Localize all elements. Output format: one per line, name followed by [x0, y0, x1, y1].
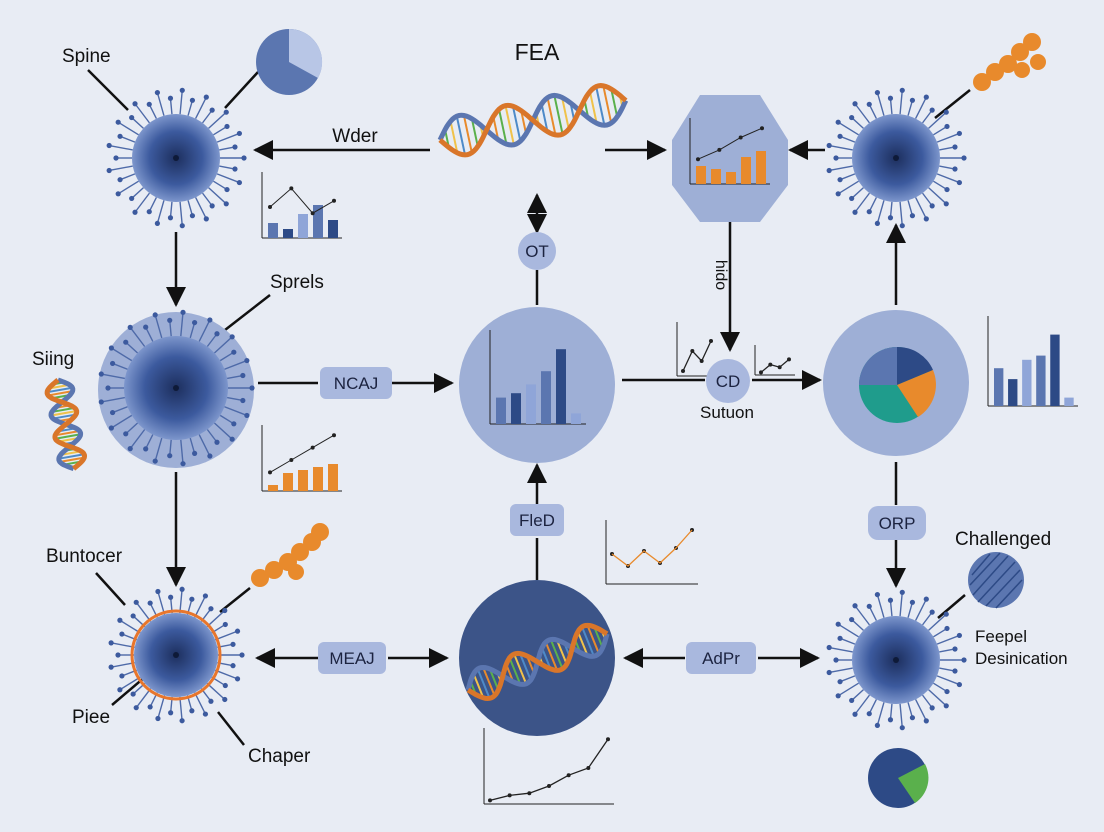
dna-icon	[465, 622, 610, 701]
molecule-chain-icon	[973, 33, 1046, 91]
pointer-sprels	[224, 294, 271, 331]
virus-icon	[106, 87, 247, 229]
pie-chart-icon	[868, 748, 929, 808]
label-buntocer: Buntocer	[46, 546, 123, 567]
edge-orp-label: ORP	[879, 514, 916, 533]
label-sutuon: Sutuon	[700, 403, 754, 422]
pointer-right-chain	[934, 89, 971, 119]
dna-icon	[44, 377, 87, 471]
line-chart-icon	[605, 520, 698, 585]
label-feepel: Feepel	[975, 627, 1027, 646]
line-chart-icon	[754, 345, 795, 376]
label-wder: Wder	[332, 126, 378, 147]
label-siing: Siing	[32, 349, 74, 370]
node-circle-center	[459, 307, 615, 463]
bar-chart-icon	[261, 425, 342, 492]
bar-chart-icon	[261, 172, 342, 239]
line-chart-icon	[483, 728, 614, 805]
node-hexagon	[672, 95, 788, 222]
virus-icon	[826, 589, 967, 731]
molecule-chain-icon	[251, 523, 329, 587]
virus-icon	[826, 87, 967, 229]
label-chaper: Chaper	[248, 746, 311, 767]
edge-fled-box	[510, 504, 564, 536]
label-piee: Piee	[72, 707, 110, 728]
diagram-title: FEA	[515, 39, 560, 65]
edge-meaj-box	[318, 642, 386, 674]
pointer-pie-top	[224, 71, 259, 109]
edge-adpr-box	[686, 642, 756, 674]
pointer-spine	[87, 69, 129, 111]
edge-fled-label: FleD	[519, 511, 555, 530]
bar-chart-icon	[987, 316, 1078, 407]
edge-adpr-label: AdPr	[702, 649, 740, 668]
edge-cd-bubble	[706, 359, 750, 403]
virus-icon	[98, 309, 255, 467]
pie-chart-icon	[859, 346, 936, 423]
label-challenged: Challenged	[955, 529, 1051, 550]
label-sprels: Sprels	[270, 272, 324, 293]
edge-ncaj-box	[320, 367, 392, 399]
edge-meaj-label: MEAJ	[329, 649, 374, 668]
arrows	[87, 69, 971, 746]
virus-icon	[108, 586, 245, 724]
pointer-challenged	[937, 594, 966, 619]
bar-chart-icon	[489, 330, 586, 425]
bar-chart-icon	[689, 118, 770, 185]
edge-orp-box	[868, 506, 926, 540]
pointer-chaper	[217, 711, 245, 746]
dna-icon	[437, 83, 629, 158]
label-spine: Spine	[62, 46, 111, 67]
pie-chart-icon	[968, 552, 1024, 609]
edge-ncaj-label: NCAJ	[334, 374, 378, 393]
label-hido: hido	[712, 260, 729, 290]
edge-ot-label: OT	[525, 242, 549, 261]
label-desinication: Desinication	[975, 649, 1068, 668]
edge-cd-label: CD	[716, 372, 741, 391]
edge-ot-bubble	[518, 232, 556, 270]
pointer-buntocer	[95, 572, 126, 606]
pie-chart-icon	[256, 28, 323, 95]
